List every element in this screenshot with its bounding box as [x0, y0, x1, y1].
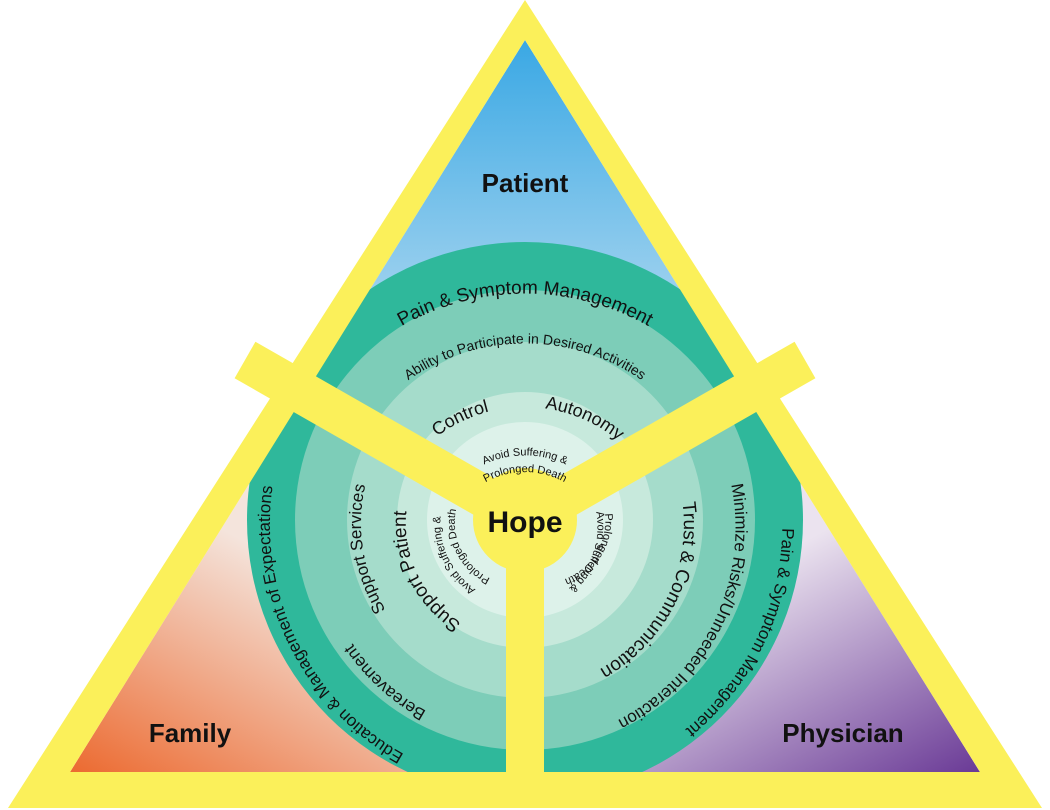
- corner-label-patient: Patient: [482, 168, 569, 198]
- yellow-frame: [8, 0, 1042, 808]
- corner-label-physician: Physician: [782, 718, 903, 748]
- center-label-hope: Hope: [488, 506, 563, 539]
- corner-label-family: Family: [149, 718, 232, 748]
